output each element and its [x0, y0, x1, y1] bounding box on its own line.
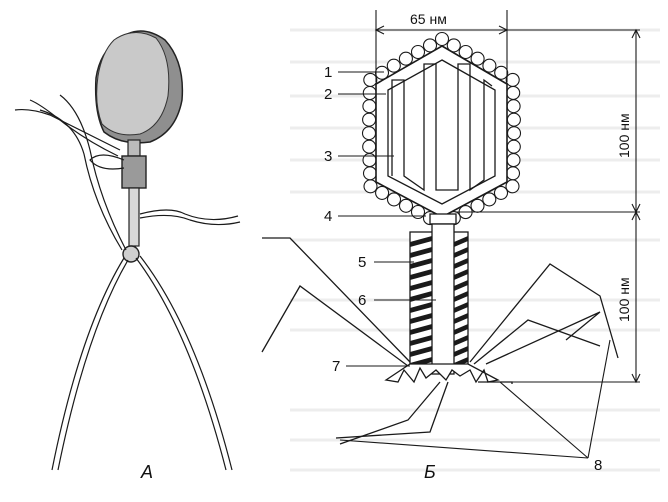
capsomer-bead [410, 44, 426, 60]
capsomer-bead [422, 38, 438, 53]
sheath-stripe [410, 236, 432, 247]
phage-head-a [94, 30, 184, 144]
sheath-stripe [454, 280, 468, 291]
capsomer-bead [446, 38, 461, 53]
phage-tail-fibers-a [14, 94, 241, 471]
sheath-stripe [454, 335, 468, 346]
capsomer-bead [386, 58, 401, 73]
label-2: 2 [324, 86, 332, 103]
panel-b-caption: Б [424, 462, 436, 482]
capsomer-bead [482, 192, 497, 207]
sheath-stripe [410, 258, 432, 269]
head-height-label: 100 нм [616, 113, 632, 158]
phage-collar-a [121, 155, 147, 189]
capsomer-bead [470, 198, 485, 213]
phage-neck-a [127, 139, 141, 157]
phage-tail-a [128, 187, 140, 247]
capsomer-bead [494, 65, 509, 80]
sheath-stripe [454, 313, 468, 324]
capsomer-bead [398, 198, 414, 213]
capsomer-bead [363, 179, 378, 194]
sheath-stripe [454, 247, 468, 258]
panel-b-phage-schematic: 65 нм 100 нм 100 нм 1 2 3 4 5 6 7 8 Б [261, 10, 641, 482]
capsomer-bead [362, 99, 377, 114]
callout-leaders [338, 71, 611, 459]
label-8: 8 [594, 457, 602, 474]
sheath-stripe [410, 346, 432, 357]
tail-fibers [261, 237, 619, 445]
sheath-stripe [454, 346, 468, 357]
capsomer-bead [362, 112, 377, 127]
capsomer-bead [505, 166, 521, 181]
sheath-stripe [454, 236, 468, 247]
capsomer-bead [362, 139, 377, 154]
capsomer-bead [506, 85, 521, 100]
capsomer-bead [505, 179, 520, 194]
capsomer-bead [505, 72, 520, 87]
sheath-stripe [454, 302, 468, 313]
sheath-stripe [410, 247, 432, 258]
sheath-stripe [454, 324, 468, 335]
capsomer-bead [470, 51, 485, 66]
capsomer-bead [506, 112, 521, 127]
capsomer-bead [362, 166, 378, 181]
capsomer-bead [506, 126, 522, 141]
label-3: 3 [324, 148, 332, 165]
capsomer-bead [375, 185, 390, 200]
tail-core [431, 223, 455, 375]
capsomer-bead [361, 126, 377, 141]
capsomer-bead [458, 44, 473, 60]
label-1: 1 [324, 64, 332, 81]
panel-a-phage-micrograph: А [14, 30, 241, 482]
capsomer-bead [398, 51, 413, 66]
label-5: 5 [358, 254, 366, 271]
capsomer-bead [386, 192, 402, 207]
capsomer-bead [493, 185, 509, 200]
sheath-stripe [410, 280, 432, 291]
capsomer-bead [434, 31, 450, 47]
tail-height-label: 100 нм [616, 277, 632, 322]
sheath-stripe [410, 324, 432, 335]
capsomer-bead [362, 85, 377, 101]
panel-a-caption: А [140, 462, 153, 482]
phage-baseplate-a [122, 245, 140, 263]
sheath-stripe [410, 269, 432, 280]
capsomer-bead [363, 72, 378, 87]
capsid-inner-shell [387, 59, 496, 205]
capsid-capsomers [361, 31, 522, 232]
label-6: 6 [358, 292, 366, 309]
capsomer-bead [506, 153, 521, 168]
label-4: 4 [324, 208, 332, 225]
sheath-stripe [454, 269, 468, 280]
sheath-stripe [454, 291, 468, 302]
sheath-stripe [410, 291, 432, 302]
sheath-stripe [454, 258, 468, 269]
base-plate [384, 363, 500, 384]
sheath-stripe [410, 302, 432, 313]
dimension-lines [374, 10, 641, 384]
capsomer-bead [410, 204, 426, 220]
capsomer-bead [506, 139, 521, 154]
sheath-stripe [410, 313, 432, 324]
nucleic-acid [391, 63, 493, 192]
head-width-label: 65 нм [410, 11, 447, 27]
collar [429, 213, 457, 225]
sheath-stripe [410, 335, 432, 346]
capsomer-bead [482, 58, 497, 73]
capsomer-bead [506, 99, 521, 114]
label-7: 7 [332, 358, 340, 375]
